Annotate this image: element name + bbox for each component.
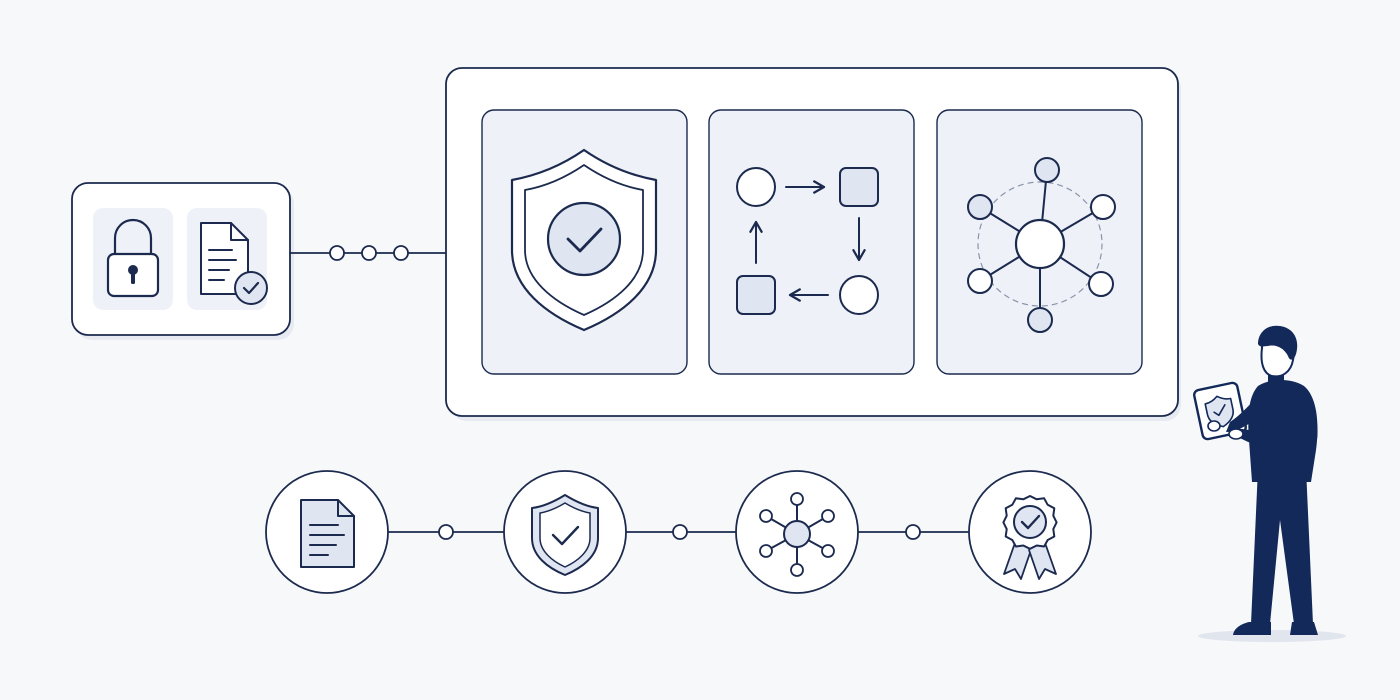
shield-tile [481, 109, 688, 375]
person-legs [1251, 468, 1313, 624]
award-badge-icon [1002, 495, 1058, 580]
padlock-tile [93, 208, 173, 310]
hub-network-icon [759, 492, 835, 577]
cycle-flow-tile [708, 109, 915, 375]
hub-network-tile [936, 109, 1143, 375]
person-hand-right [1228, 428, 1244, 440]
person-hand-left [1207, 420, 1221, 432]
person-head [1258, 325, 1298, 378]
person-shoe-left [1233, 622, 1271, 635]
document-tile [187, 208, 268, 310]
shield-check-icon [510, 148, 658, 332]
pipeline-step-document [265, 470, 389, 594]
pipeline-step-hub [735, 470, 859, 594]
person-shadow [1198, 630, 1346, 642]
pipeline-step-award [968, 470, 1092, 594]
padlock-icon [106, 218, 160, 298]
person-arm-left [1226, 392, 1268, 432]
pipeline-connectors [387, 524, 969, 540]
shield-check-icon [531, 494, 599, 576]
checked-document-icon [200, 222, 268, 305]
person-shoe-right [1290, 622, 1318, 635]
pipeline-step-shield [503, 470, 627, 594]
main-panel [445, 67, 1181, 421]
person-arm-right [1236, 392, 1318, 454]
pipeline [265, 470, 1092, 594]
person-with-tablet-icon [1193, 325, 1346, 642]
document-icon [300, 499, 355, 568]
hub-network-icon [967, 157, 1116, 333]
connector-access-to-main [289, 245, 447, 261]
access-card [71, 182, 294, 340]
cycle-flow-icon [736, 167, 879, 315]
